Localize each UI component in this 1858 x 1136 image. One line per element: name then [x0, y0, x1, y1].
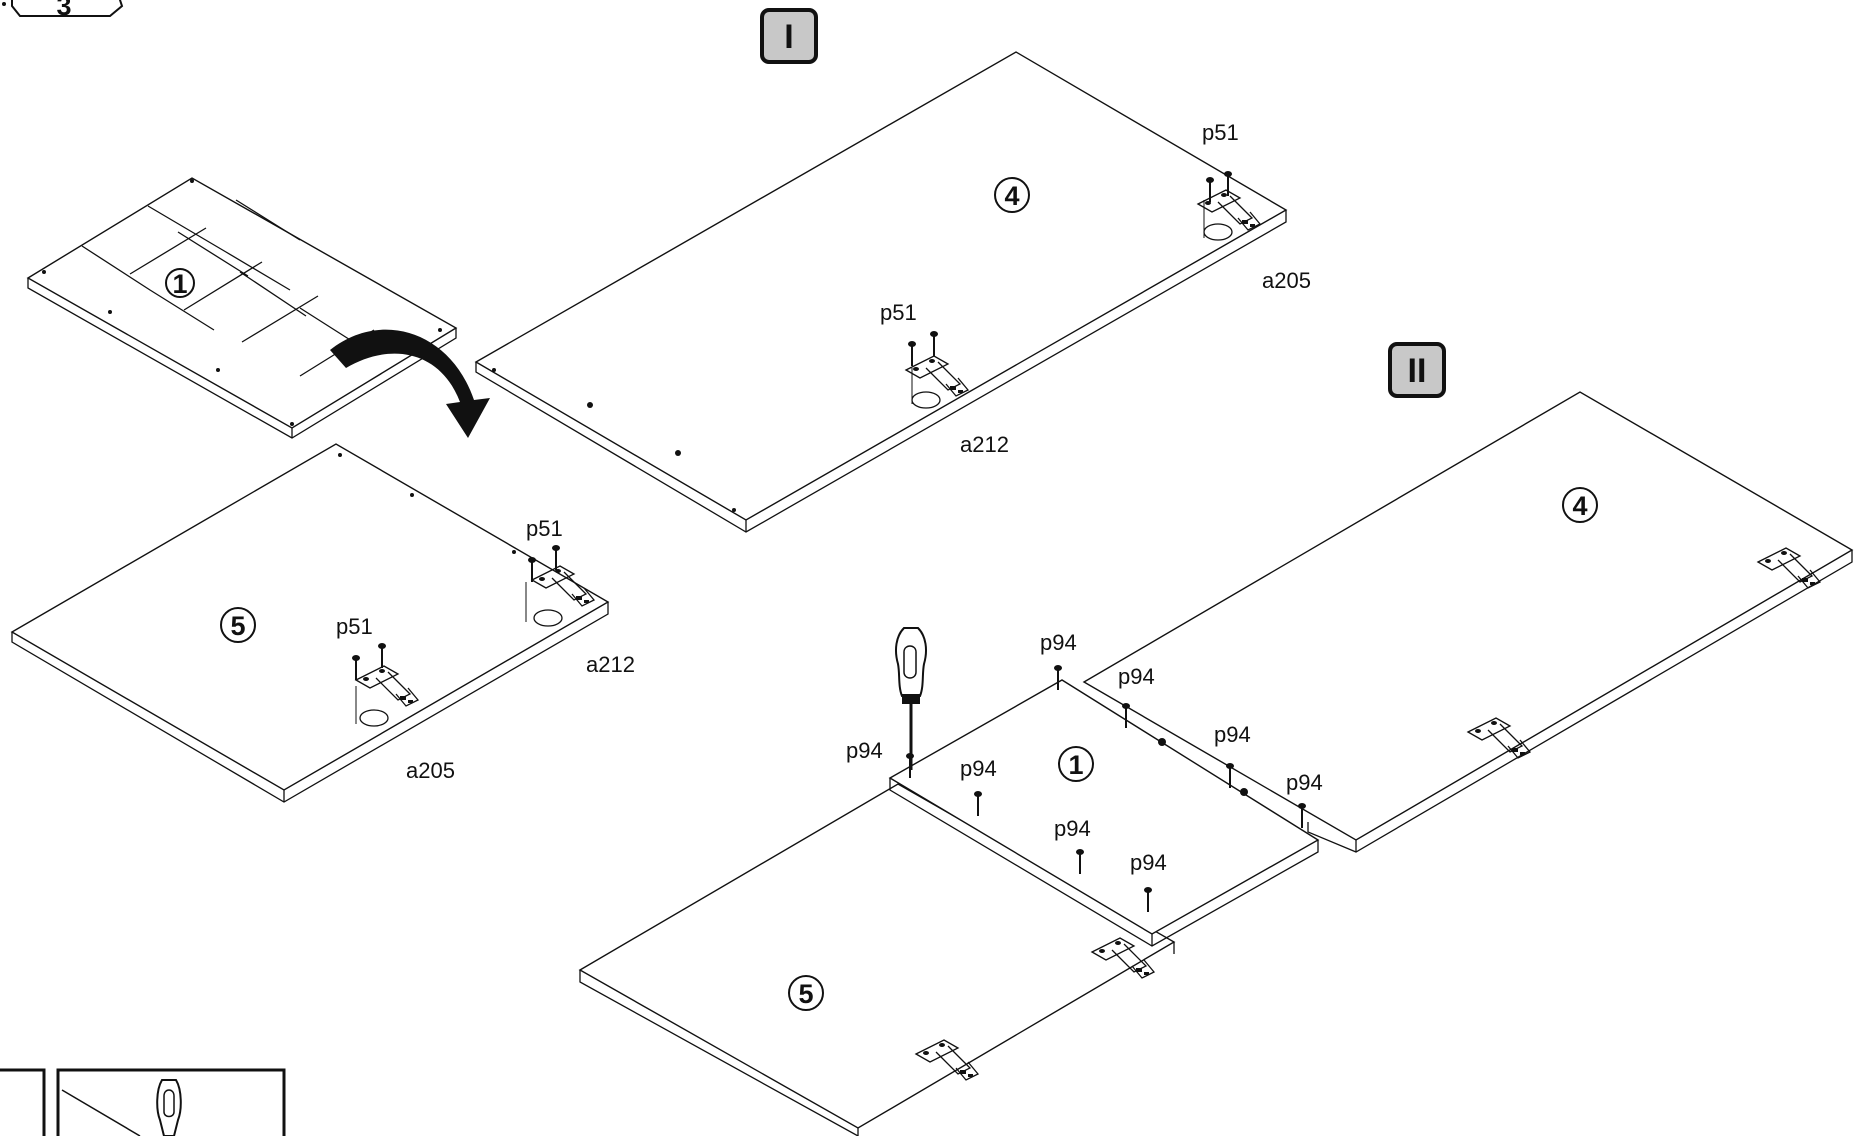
step2-screws: p94 p94 p94 p94 p94 p94 p94 p94: [846, 630, 1323, 913]
tool-hint-boxes: [0, 1068, 286, 1136]
hinge-step1-top-right: p51 a205: [1197, 120, 1311, 293]
screw-label-8: p94: [1130, 850, 1167, 875]
hinge-step1-bottom-mid-hinge-label: a205: [406, 758, 455, 783]
screw-label-5: p94: [846, 738, 883, 763]
hinge-step1-top-mid: p51 a212: [880, 300, 1009, 457]
panel-1-step2: 1: [888, 679, 1320, 947]
panel-4-step2: 4: [1082, 391, 1854, 853]
top-left-icon-label: 3: [56, 0, 71, 21]
screwdriver-icon: [895, 627, 927, 770]
panel-4-label: 4: [1004, 181, 1019, 211]
step-two-badge: II: [1388, 342, 1446, 398]
hinge-step1-top-right-hinge-label: a205: [1262, 268, 1311, 293]
flip-arrow-icon: [330, 329, 490, 438]
screw-label-1: p94: [1040, 630, 1077, 655]
panel-4-step2-label: 4: [1572, 491, 1587, 521]
step-one-badge: I: [760, 8, 818, 64]
hinge-step1-bottom-right-hinge-label: a212: [586, 652, 635, 677]
panel-5-label: 5: [230, 611, 245, 641]
step-two-label: II: [1408, 352, 1427, 390]
hinge-step1-bottom-mid: p51 a205: [336, 614, 455, 783]
top-left-icon: 3: [2, 0, 124, 21]
hinge-step1-top-right-screw-label: p51: [1202, 120, 1239, 145]
screw-label-2: p94: [1118, 664, 1155, 689]
screw-label-3: p94: [1214, 722, 1251, 747]
screw-label-7: p94: [1054, 816, 1091, 841]
screw-label-4: p94: [1286, 770, 1323, 795]
hinge-step1-bottom-right: p51 a212: [525, 516, 635, 677]
screw-label-6: p94: [960, 756, 997, 781]
panel-5-step2-label: 5: [798, 979, 813, 1009]
panel-5-bottom: 5: [10, 443, 610, 803]
panel-1-back: 1: [26, 177, 458, 439]
panel-1-label: 1: [172, 269, 187, 299]
panel-1-step2-label: 1: [1068, 750, 1083, 780]
panel-4-top: 4: [474, 51, 1288, 533]
step-one-label: I: [784, 18, 793, 56]
hinge-step1-top-mid-screw-label: p51: [880, 300, 917, 325]
hinge-step1-bottom-right-screw-label: p51: [526, 516, 563, 541]
hinge-step1-bottom-mid-screw-label: p51: [336, 614, 373, 639]
hinge-step1-top-mid-hinge-label: a212: [960, 432, 1009, 457]
